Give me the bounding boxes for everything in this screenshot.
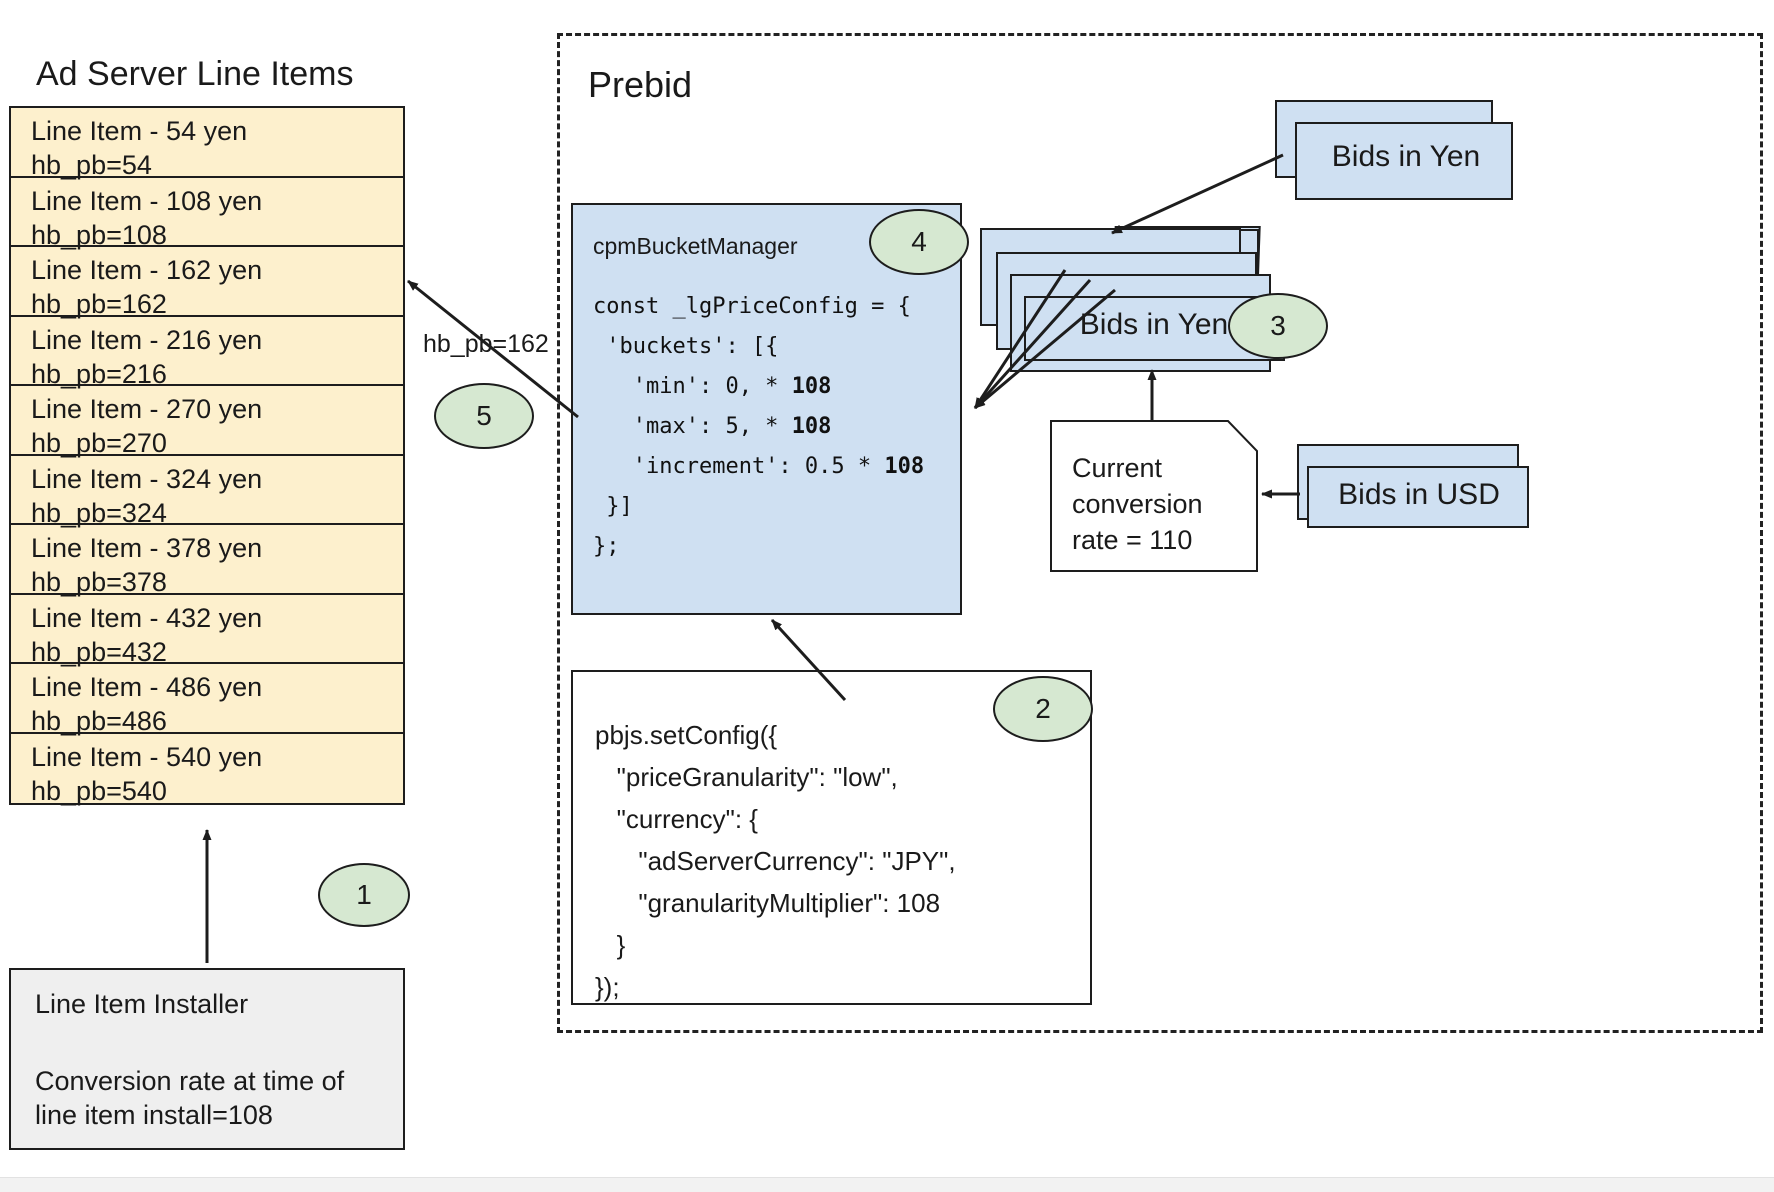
code-line-3: 'min': 0, *	[593, 374, 792, 399]
line-item-row: Line Item - 54 yen hb_pb=54	[11, 108, 403, 180]
ad-server-title: Ad Server Line Items	[36, 55, 354, 93]
code-line-5: 'increment': 0.5 *	[593, 454, 885, 479]
line-item-name: Line Item - 324 yen	[31, 463, 263, 494]
line-item-row: Line Item - 540 yen hb_pb=540	[11, 734, 403, 806]
badge-2: 2	[993, 676, 1093, 742]
cpm-bucket-manager-code: const _lgPriceConfig = { 'buckets': [{ '…	[593, 287, 960, 567]
pbjs-setconfig-code: pbjs.setConfig({ "priceGranularity": "lo…	[595, 720, 956, 1002]
line-item-key: hb_pb=486	[31, 706, 167, 736]
bids-in-usd-box	[1307, 466, 1529, 528]
note-shape-icon	[1050, 420, 1258, 572]
conversion-rate-note-text: Current conversion rate = 110	[1072, 453, 1203, 555]
line-item-row: Line Item - 270 yen hb_pb=270	[11, 386, 403, 458]
line-item-key: hb_pb=324	[31, 497, 167, 528]
line-item-row: Line Item - 108 yen hb_pb=108	[11, 178, 403, 250]
line-item-key: hb_pb=108	[31, 219, 167, 250]
line-items-table: Line Item - 54 yen hb_pb=54 Line Item - …	[9, 106, 405, 806]
badge-1: 1	[318, 863, 410, 927]
line-item-key: hb_pb=270	[31, 428, 167, 458]
line-item-name: Line Item - 432 yen	[31, 602, 263, 633]
line-item-row: Line Item - 432 yen hb_pb=432	[11, 595, 403, 667]
line-item-installer-box: Line Item Installer Conversion rate at t…	[9, 968, 405, 1150]
line-item-key: hb_pb=432	[31, 636, 167, 667]
code-line-4-multiplier: 108	[791, 414, 832, 439]
code-line-2: 'buckets': [{	[593, 334, 779, 359]
line-item-name: Line Item - 162 yen	[31, 255, 263, 285]
code-line-5-multiplier: 108	[884, 454, 925, 479]
code-line-3-multiplier: 108	[791, 374, 832, 399]
line-item-key: hb_pb=216	[31, 358, 167, 389]
line-item-row: Line Item - 324 yen hb_pb=324	[11, 456, 403, 528]
line-item-name: Line Item - 540 yen	[31, 741, 263, 772]
code-line-1: const _lgPriceConfig = {	[593, 294, 911, 319]
bids-in-yen-incoming-box	[1295, 122, 1513, 200]
prebid-title: Prebid	[588, 64, 693, 105]
code-line-4: 'max': 5, *	[593, 414, 792, 439]
line-item-name: Line Item - 486 yen	[31, 672, 263, 702]
line-item-name: Line Item - 378 yen	[31, 533, 263, 563]
line-item-name: Line Item - 216 yen	[31, 324, 263, 355]
line-item-key: hb_pb=378	[31, 567, 167, 597]
line-item-name: Line Item - 108 yen	[31, 185, 263, 216]
badge-3: 3	[1228, 293, 1328, 359]
bids-in-usd-label: Bids in USD	[1338, 478, 1500, 511]
line-item-row: Line Item - 378 yen hb_pb=378	[11, 525, 403, 597]
code-line-7: };	[593, 534, 620, 559]
page-bottom-edge	[0, 1177, 1774, 1192]
installer-conversion-note: Conversion rate at time of line item ins…	[35, 1066, 345, 1130]
hb-pb-edge-label: hb_pb=162	[423, 330, 549, 358]
line-item-key: hb_pb=162	[31, 289, 167, 319]
line-item-row: Line Item - 486 yen hb_pb=486	[11, 664, 403, 736]
line-item-row: Line Item - 216 yen hb_pb=216	[11, 317, 403, 389]
line-item-key: hb_pb=54	[31, 150, 152, 180]
prebid-container	[557, 33, 1763, 1033]
line-item-row: Line Item - 162 yen hb_pb=162	[11, 247, 403, 319]
badge-4: 4	[869, 209, 969, 275]
conversion-rate-note: Current conversion rate = 110	[1050, 420, 1258, 572]
cpm-bucket-manager-title: cpmBucketManager	[593, 233, 798, 259]
code-line-6: }]	[593, 494, 633, 519]
line-item-name: Line Item - 54 yen	[31, 116, 248, 146]
installer-title: Line Item Installer	[35, 989, 249, 1019]
line-item-name: Line Item - 270 yen	[31, 394, 263, 424]
badge-5: 5	[434, 383, 534, 449]
line-item-key: hb_pb=540	[31, 775, 167, 806]
bids-in-yen-incoming-label: Bids in Yen	[1331, 140, 1481, 173]
